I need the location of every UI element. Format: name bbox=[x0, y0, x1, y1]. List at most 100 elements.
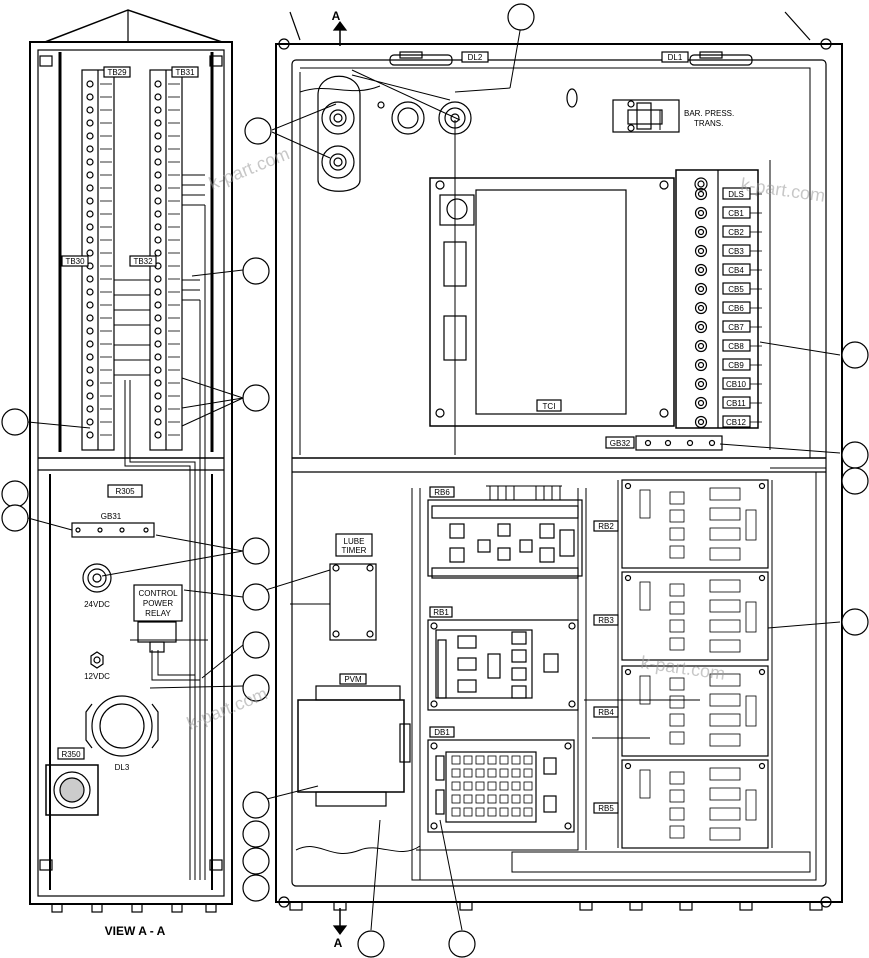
breaker-knob bbox=[694, 282, 708, 296]
callout-bubble bbox=[242, 820, 270, 848]
breaker-knob-center bbox=[697, 304, 705, 312]
terminal-screw bbox=[154, 431, 162, 439]
relay-block bbox=[669, 545, 685, 559]
callout-bubble bbox=[242, 791, 270, 819]
mount-screw bbox=[758, 482, 766, 490]
rb3-label: RB3 bbox=[598, 616, 614, 625]
breaker-knob bbox=[694, 187, 708, 201]
breaker-knob-center bbox=[697, 190, 705, 198]
relay-block bbox=[669, 583, 685, 597]
breaker-label-box bbox=[722, 282, 751, 295]
callout-bubble bbox=[242, 537, 270, 565]
tb30-label: TB30 bbox=[65, 257, 85, 266]
mount-screw bbox=[624, 482, 632, 490]
relay-coil bbox=[709, 579, 741, 593]
breaker-knob bbox=[694, 377, 708, 391]
mount-screw bbox=[624, 574, 632, 582]
relay-coil bbox=[709, 807, 741, 821]
breaker-label-box bbox=[722, 358, 751, 371]
terminal-screw bbox=[86, 145, 94, 153]
pvm-module bbox=[297, 685, 411, 807]
diode-board-db1 bbox=[427, 739, 575, 833]
rb2-label: RB2 bbox=[598, 522, 614, 531]
terminal-screw bbox=[154, 80, 162, 88]
relay-block bbox=[669, 527, 685, 541]
pvm-label: PVM bbox=[344, 675, 362, 684]
callout-bubble bbox=[357, 930, 385, 958]
breaker-label-box bbox=[722, 415, 751, 428]
terminal-screw bbox=[154, 223, 162, 231]
terminal-screw bbox=[154, 288, 162, 296]
resistor-r305 bbox=[107, 484, 143, 498]
db1-diode-array bbox=[451, 755, 533, 817]
section-marker-bottom bbox=[332, 908, 348, 935]
watermark-4: k-part.com bbox=[639, 652, 726, 684]
terminal-screw bbox=[86, 340, 94, 348]
section-marker-top bbox=[332, 21, 348, 46]
terminal-screw bbox=[154, 340, 162, 348]
dome-light-dl2 bbox=[389, 51, 453, 66]
relay-block bbox=[669, 619, 685, 633]
terminal-screw bbox=[154, 236, 162, 244]
breaker-knob-center bbox=[697, 266, 705, 274]
breaker-label-box bbox=[722, 225, 751, 238]
breaker-label-cb3: CB3 bbox=[728, 247, 744, 256]
diode bbox=[499, 781, 509, 791]
relay-coil bbox=[709, 767, 741, 781]
breaker-knob-center bbox=[697, 285, 705, 293]
top-wiring bbox=[299, 67, 811, 458]
breaker-label-cb7: CB7 bbox=[728, 323, 744, 332]
terminal-screw bbox=[86, 158, 94, 166]
terminal-screw bbox=[154, 145, 162, 153]
terminal-screw bbox=[86, 184, 94, 192]
relay-coil bbox=[709, 487, 741, 501]
lower-wiring bbox=[290, 467, 826, 881]
relay-block bbox=[669, 731, 685, 745]
right-cabinet bbox=[275, 11, 843, 911]
diode bbox=[463, 755, 473, 765]
breaker-knob-center bbox=[697, 247, 705, 255]
diode bbox=[451, 755, 461, 765]
mount-screw bbox=[758, 668, 766, 676]
breaker-label-cb1: CB1 bbox=[728, 209, 744, 218]
breaker-knob bbox=[694, 415, 708, 429]
gb32-label: GB32 bbox=[610, 439, 631, 448]
tci-controller bbox=[429, 177, 675, 427]
mount-screw bbox=[758, 762, 766, 770]
terminal-screw bbox=[86, 405, 94, 413]
dl2-label: DL2 bbox=[468, 53, 483, 62]
left-cabinet bbox=[29, 9, 233, 913]
terminal-screw bbox=[86, 171, 94, 179]
terminal-screw bbox=[86, 249, 94, 257]
relay-block bbox=[669, 825, 685, 839]
r305-label: R305 bbox=[115, 487, 135, 496]
callout-leaders bbox=[27, 24, 841, 931]
dome-light-dl3 bbox=[85, 695, 159, 757]
diode bbox=[451, 794, 461, 804]
terminal-screw bbox=[86, 275, 94, 283]
relay-terminal bbox=[745, 601, 757, 633]
diode bbox=[451, 781, 461, 791]
relay-terminal bbox=[745, 789, 757, 821]
callout-bubble bbox=[841, 441, 869, 469]
breaker-knob bbox=[694, 206, 708, 220]
terminal-screw bbox=[86, 353, 94, 361]
relay-coil bbox=[709, 639, 741, 653]
left-wiring bbox=[114, 174, 208, 880]
terminal-screw bbox=[86, 314, 94, 322]
callout-bubble bbox=[242, 674, 270, 702]
terminal-screw bbox=[154, 119, 162, 127]
pressure-transducer-line-2: TRANS. bbox=[694, 119, 723, 128]
24vdc-label: 24VDC bbox=[84, 600, 110, 609]
cutaway-edges bbox=[295, 85, 421, 854]
callout-bubble bbox=[242, 257, 270, 285]
terminal-screw bbox=[154, 210, 162, 218]
terminal-screw bbox=[86, 119, 94, 127]
diode bbox=[451, 807, 461, 817]
breaker-knob-center bbox=[697, 209, 705, 217]
relay-board-rb6 bbox=[427, 485, 583, 579]
breaker-knob-center bbox=[697, 342, 705, 350]
diode bbox=[463, 768, 473, 778]
relay-connector bbox=[639, 581, 651, 611]
breaker-knob-center bbox=[697, 380, 705, 388]
